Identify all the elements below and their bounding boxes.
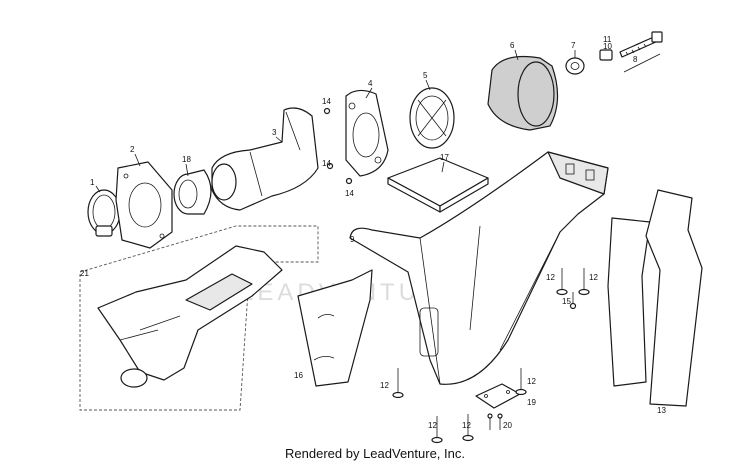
part-side-cover[interactable]: [297, 269, 373, 387]
callout-16: 16: [294, 371, 303, 380]
part-gasket-plate[interactable]: [115, 161, 173, 249]
part-assembly-inset[interactable]: [79, 225, 319, 411]
small-screw-set[interactable]: [487, 413, 503, 430]
part-intake-duct[interactable]: [211, 107, 319, 211]
callout-12c: 12: [462, 421, 471, 430]
part-hose-clamp[interactable]: [87, 189, 121, 237]
part-mounting-plate[interactable]: [345, 89, 389, 177]
leader-lines: [95, 49, 576, 193]
callout-8: 8: [633, 55, 638, 64]
callout-10: 10: [603, 42, 612, 51]
callout-1: 1: [90, 178, 95, 187]
callout-15: 15: [562, 297, 571, 306]
callout-19: 19: [527, 398, 536, 407]
callout-5: 5: [423, 71, 428, 80]
screw-set[interactable]: [392, 268, 590, 444]
part-tray[interactable]: [387, 157, 489, 213]
callout-11: 11: [603, 35, 612, 44]
fastener-set[interactable]: [323, 107, 353, 185]
callout-14c: 14: [345, 189, 354, 198]
part-main-intake-box[interactable]: [349, 151, 609, 385]
callout-12a: 12: [380, 381, 389, 390]
part-foam-filter[interactable]: [487, 55, 559, 131]
callout-9: 9: [350, 235, 355, 244]
part-washer[interactable]: [565, 57, 585, 75]
callout-14a: 14: [322, 97, 331, 106]
callout-3: 3: [272, 128, 277, 137]
callout-20: 20: [503, 421, 512, 430]
callout-12f: 12: [589, 273, 598, 282]
part-right-panel[interactable]: [645, 189, 703, 407]
callout-12b: 12: [428, 421, 437, 430]
callout-7: 7: [571, 41, 576, 50]
part-nut[interactable]: [599, 49, 613, 61]
callout-12d: 12: [527, 377, 536, 386]
callout-21: 21: [80, 269, 89, 278]
callout-4: 4: [368, 79, 373, 88]
callout-17: 17: [440, 153, 449, 162]
footer-credit: Rendered by LeadVenture, Inc.: [285, 446, 465, 461]
part-left-panel[interactable]: [607, 217, 651, 387]
part-long-bolt[interactable]: [619, 31, 663, 73]
callout-2: 2: [130, 145, 135, 154]
part-filter-housing[interactable]: [409, 87, 455, 149]
callout-14b: 14: [322, 159, 331, 168]
callout-labels: 1 2 3 4 5 6 7 8 9 10 11 12 12 12 12 12 1…: [80, 35, 666, 430]
callout-6: 6: [510, 41, 515, 50]
part-small-plate[interactable]: [475, 383, 521, 409]
callout-13: 13: [657, 406, 666, 415]
part-coupler-sleeve[interactable]: [173, 169, 212, 215]
callout-12e: 12: [546, 273, 555, 282]
callout-18: 18: [182, 155, 191, 164]
